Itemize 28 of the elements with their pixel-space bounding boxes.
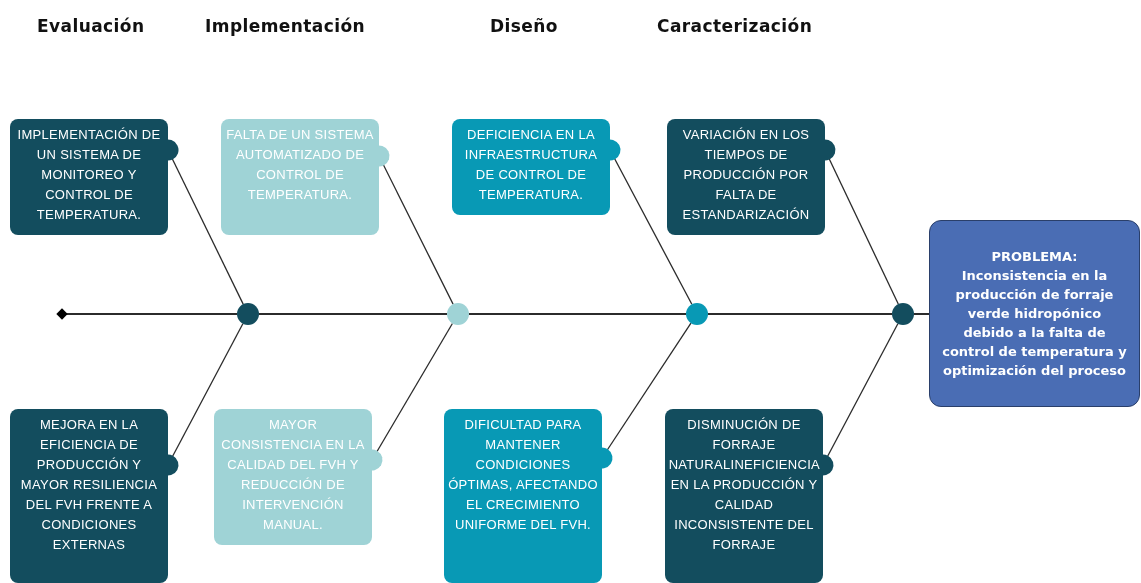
cause-text: FALTA DE UN SISTEMA AUTOMATIZADO DE CONTROL DE TEMPERATURA. [225, 126, 375, 204]
problem-heading: PROBLEMA: [991, 248, 1078, 266]
cause-box [444, 409, 602, 583]
spine-line [258, 313, 448, 315]
column-heading: Diseño [490, 15, 558, 38]
cause-box [665, 409, 823, 583]
cause-text: VARIACIÓN EN LOS TIEMPOS DE PRODUCCIÓN POR FALTA DE ESTANDARIZACIÓN [681, 126, 811, 224]
spine-line [707, 313, 893, 315]
spine-line [913, 313, 930, 315]
cause-box [10, 119, 168, 235]
cause-text: MEJORA EN LA EFICIENCIA DE PRODUCCIÓN Y MAYOR RESILIENCIA DEL FVH FRENTE A CONDICIONES EXTERNAS [19, 416, 159, 554]
spine-line [65, 313, 238, 315]
column-heading: Evaluación [37, 15, 145, 38]
cause-box [10, 409, 168, 583]
cause-text: DISMINUCIÓN DE FORRAJE NATURALINEFICIENCIA EN LA PRODUCCIÓN Y CALIDAD INCONSISTENTE DEL FORRAJE [668, 416, 820, 554]
cause-text: DEFICIENCIA EN LA INFRAESTRUCTURA DE CONTROL DE TEMPERATURA. [463, 126, 599, 204]
cause-box [221, 119, 379, 235]
cause-box [452, 119, 610, 215]
problem-text: Inconsistencia en la producción de forraje verde hidropónico debido a la falta de control de temperatura y optimización del proceso [942, 267, 1127, 380]
column-heading: Caracterización [657, 15, 813, 38]
cause-text: DIFICULTAD PARA MANTENER CONDICIONES ÓPTIMAS, AFECTANDO EL CRECIMIENTO UNIFORME DEL FVH. [448, 416, 598, 534]
spine-line [468, 313, 687, 315]
cause-text: IMPLEMENTACIÓN DE UN SISTEMA DE MONITOREO Y CONTROL DE TEMPERATURA. [16, 126, 162, 224]
column-heading: Implementación [205, 15, 366, 38]
cause-box [667, 119, 825, 235]
cause-box [214, 409, 372, 545]
problem-box [929, 220, 1140, 407]
cause-text: MAYOR CONSISTENCIA EN LA CALIDAD DEL FVH Y REDUCCIÓN DE INTERVENCIÓN MANUAL. [220, 416, 366, 534]
